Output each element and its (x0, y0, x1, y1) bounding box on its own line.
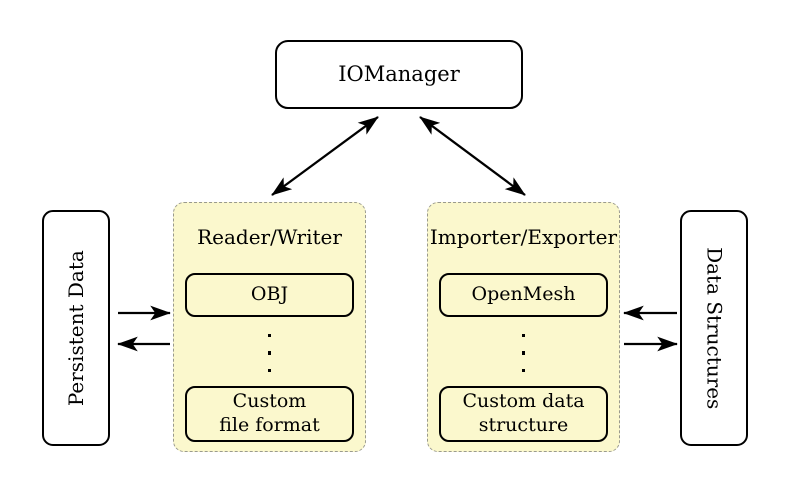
item-openmesh[interactable]: OpenMesh (439, 273, 608, 317)
edge-manager-importer-exporter (419, 116, 526, 196)
group-reader-writer-title: Reader/Writer (197, 225, 342, 249)
edge-manager-reader-writer (271, 116, 379, 196)
data-structures-label: Data Structures (702, 246, 727, 410)
item-obj-label: OBJ (250, 283, 289, 306)
group-reader-writer[interactable]: Reader/Writer OBJ Custom file format (173, 202, 366, 452)
group-importer-exporter[interactable]: Importer/Exporter OpenMesh Custom data s… (427, 202, 620, 452)
item-custom-data-structure-line2: structure (478, 414, 569, 436)
iomanager-node[interactable]: IOManager (275, 40, 523, 109)
item-custom-file-format-label: Custom file format (219, 390, 320, 438)
item-custom-data-structure-line1: Custom data (462, 390, 585, 413)
item-custom-file-format-line1: Custom (232, 390, 307, 413)
item-custom-data-structure[interactable]: Custom data structure (439, 386, 608, 442)
item-openmesh-label: OpenMesh (471, 283, 576, 306)
group-importer-exporter-title: Importer/Exporter (429, 225, 618, 249)
item-custom-file-format[interactable]: Custom file format (185, 386, 354, 442)
vertical-ellipsis-icon (174, 331, 365, 375)
persistent-data-label: Persistent Data (63, 250, 88, 406)
item-custom-data-structure-label: Custom data structure (462, 390, 584, 438)
vertical-ellipsis-icon (428, 331, 619, 375)
iomanager-label: IOManager (338, 61, 460, 86)
item-obj[interactable]: OBJ (185, 273, 354, 317)
item-custom-file-format-line2: file format (219, 414, 320, 436)
data-structures-node[interactable]: Data Structures (680, 210, 748, 446)
persistent-data-node[interactable]: Persistent Data (42, 210, 110, 446)
